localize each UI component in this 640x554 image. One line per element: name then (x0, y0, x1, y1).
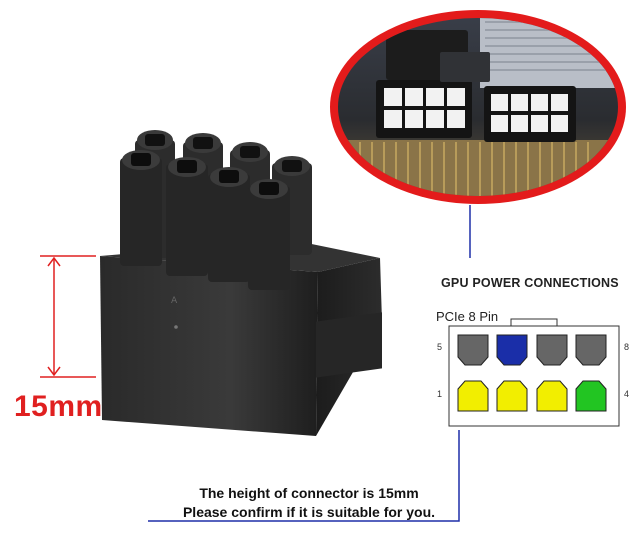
top-row-pin-4 (575, 334, 607, 366)
pinout-diagram (448, 318, 620, 427)
svg-text:A: A (171, 296, 178, 306)
height-note: The height of connector is 15mm Please c… (150, 484, 468, 522)
pin-number-5: 5 (437, 342, 443, 352)
bottom-row-pin-4 (575, 380, 607, 412)
top-row-pin-2 (496, 334, 528, 366)
pin-towers-front (120, 150, 290, 290)
top-row-pin-1 (457, 334, 489, 366)
dimension-label: 15mm (14, 390, 103, 423)
pcie-8pin-label: PCIe 8 Pin (436, 309, 499, 324)
connector-body: A (100, 130, 382, 436)
bottom-row-pin-1 (457, 380, 489, 412)
pin-number-4: 4 (624, 389, 630, 399)
gpu-callout (330, 10, 626, 204)
pins-top-row (457, 334, 607, 366)
note-line-2: Please confirm if it is suitable for you… (182, 504, 436, 520)
pin-number-1: 1 (437, 389, 443, 399)
dimension-marker (40, 255, 96, 378)
pin-number-8: 8 (624, 342, 630, 352)
note-line-1: The height of connector is 15mm (199, 485, 419, 501)
bottom-row-pin-3 (536, 380, 568, 412)
gpu-power-title: GPU POWER CONNECTIONS (441, 276, 619, 290)
pins-bottom-row (457, 380, 607, 412)
top-row-pin-3 (536, 334, 568, 366)
bottom-row-pin-2 (496, 380, 528, 412)
leader-line-bottom (148, 430, 460, 522)
